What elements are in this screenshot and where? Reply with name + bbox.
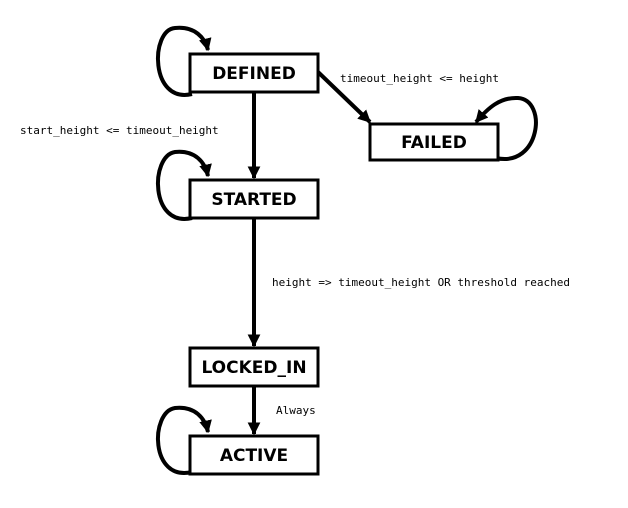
edge-label-defined-to-failed: timeout_height <= height xyxy=(340,72,499,85)
loop-active xyxy=(156,405,212,475)
state-locked-in: LOCKED_IN xyxy=(188,346,320,388)
state-started: STARTED xyxy=(188,178,320,220)
edge-defined-to-failed xyxy=(316,70,372,124)
state-label-started: STARTED xyxy=(211,190,296,210)
edge-label-started-to-locked-in: height => timeout_height OR threshold re… xyxy=(272,276,570,289)
state-active: ACTIVE xyxy=(188,434,320,476)
edge-label-locked-in-to-active: Always xyxy=(276,404,316,417)
state-label-active: ACTIVE xyxy=(220,446,288,466)
state-failed: FAILED xyxy=(368,122,500,162)
state-defined: DEFINED xyxy=(188,52,320,94)
state-label-failed: FAILED xyxy=(401,133,467,153)
loop-started xyxy=(156,149,212,221)
state-label-locked-in: LOCKED_IN xyxy=(201,358,306,378)
edge-label-defined-to-started: start_height <= timeout_height xyxy=(20,124,219,137)
state-label-defined: DEFINED xyxy=(212,64,296,84)
loop-failed xyxy=(474,95,538,161)
loop-defined xyxy=(156,25,212,97)
